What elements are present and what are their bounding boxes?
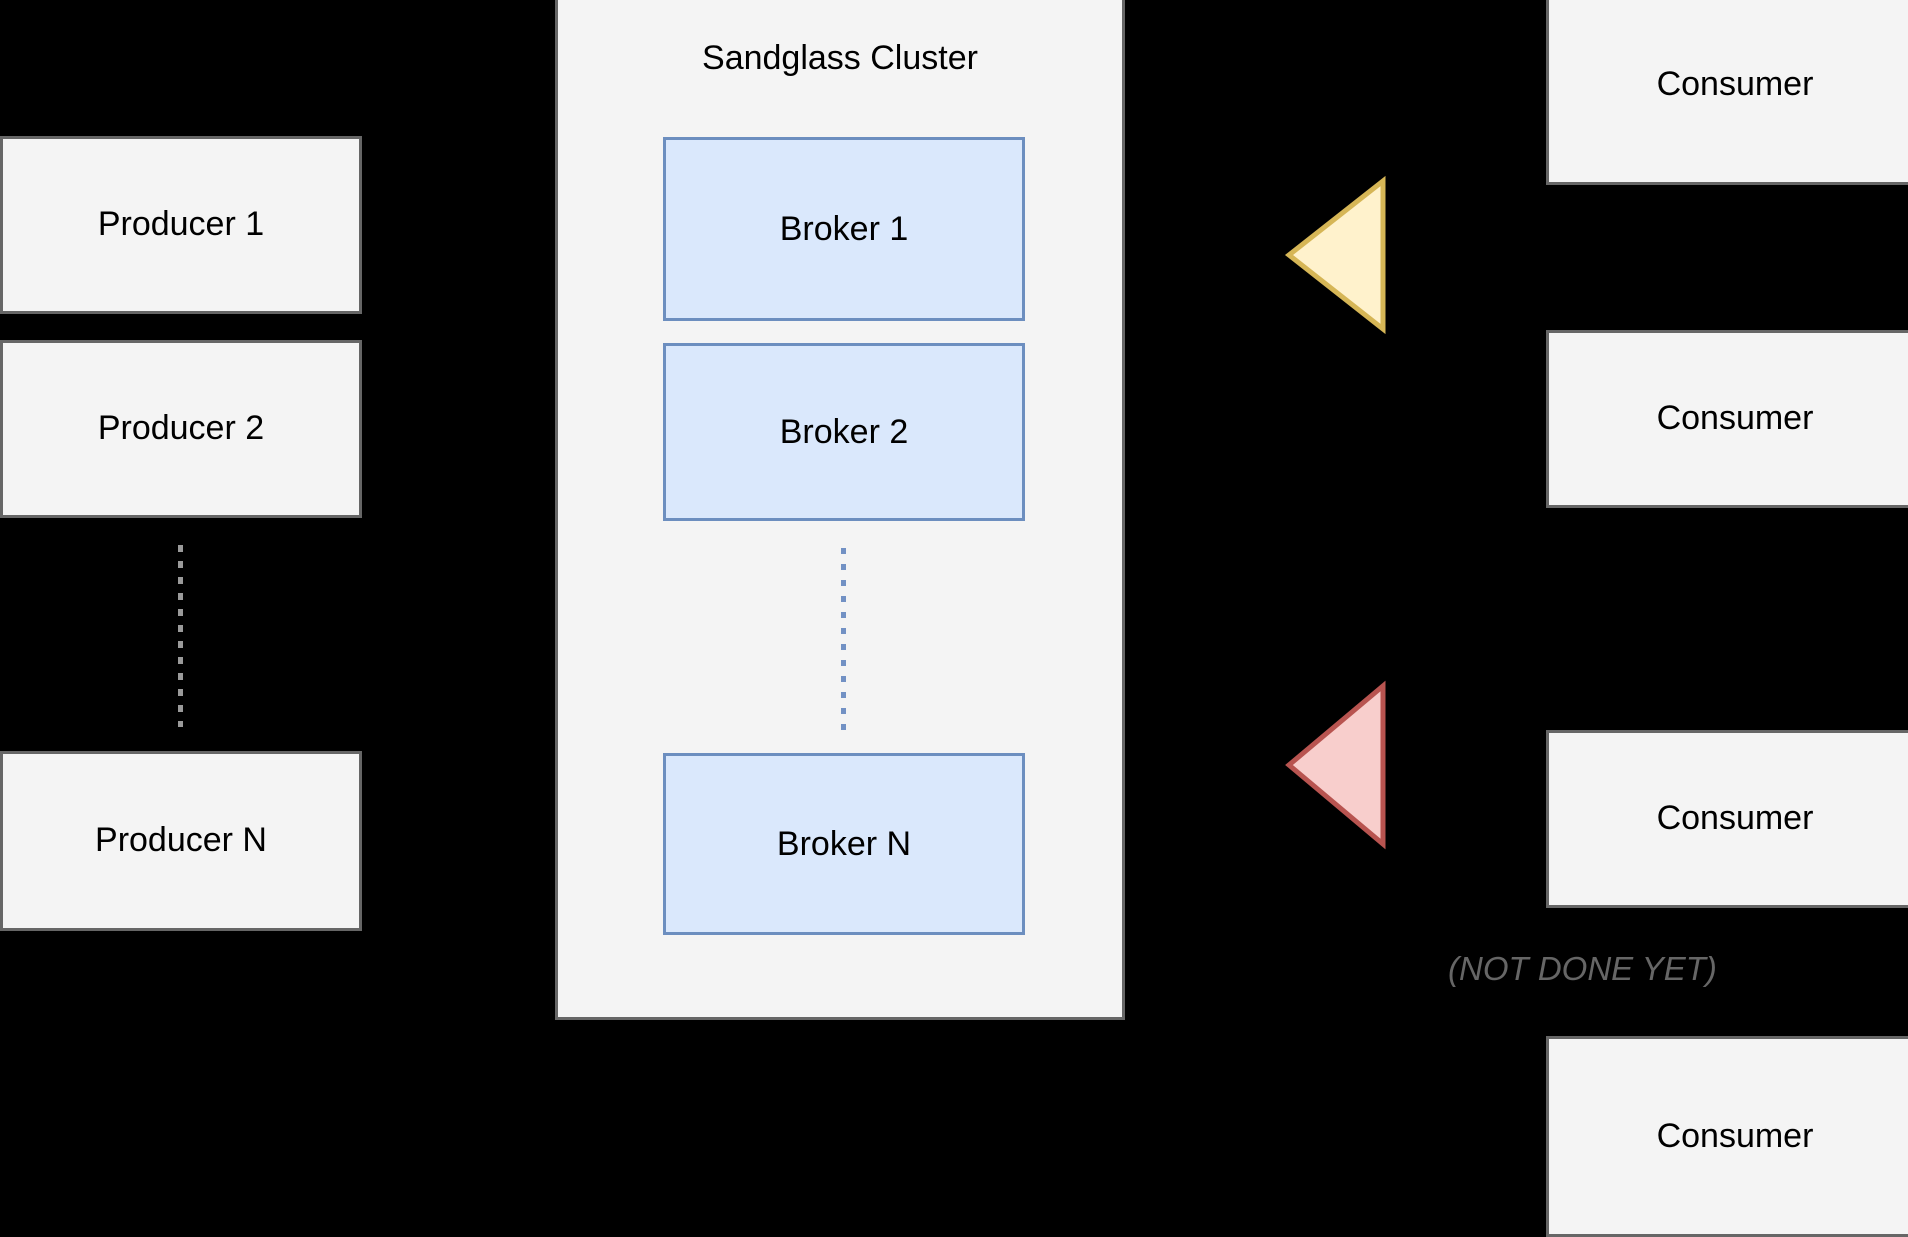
producer-2-label: Producer 2 <box>97 409 265 448</box>
not-done-yet-note: (NOT DONE YET) <box>1448 950 1717 987</box>
broker-1-box[interactable]: Broker 1 <box>663 137 1025 321</box>
consume-arrow-icon <box>1285 680 1386 850</box>
consumer-3-box[interactable]: Consumer <box>1546 730 1908 908</box>
broker-1-label: Broker 1 <box>779 209 909 248</box>
broker-n-label: Broker N <box>776 824 912 863</box>
producer-n-box[interactable]: Producer N <box>0 751 362 931</box>
produce-arrow-icon <box>1284 175 1386 335</box>
consumer-1-label: Consumer <box>1656 64 1814 103</box>
broker-ellipsis-icon <box>841 548 846 730</box>
consumer-1-box[interactable]: Consumer <box>1546 0 1908 185</box>
consumer-4-label: Consumer <box>1656 1116 1814 1155</box>
producer-1-box[interactable]: Producer 1 <box>0 136 362 314</box>
consumer-2-box[interactable]: Consumer <box>1546 330 1908 508</box>
broker-2-box[interactable]: Broker 2 <box>663 343 1025 521</box>
producer-1-label: Producer 1 <box>97 205 265 244</box>
broker-n-box[interactable]: Broker N <box>663 753 1025 935</box>
consumer-4-box[interactable]: Consumer <box>1546 1036 1908 1237</box>
consumer-3-label: Consumer <box>1656 799 1814 838</box>
sandglass-cluster-container[interactable]: Sandglass Cluster Broker 1 Broker 2 Brok… <box>555 0 1125 1020</box>
cluster-title: Sandglass Cluster <box>702 39 978 77</box>
producer-n-label: Producer N <box>95 821 267 860</box>
consumer-2-label: Consumer <box>1656 399 1814 438</box>
broker-2-label: Broker 2 <box>779 412 909 451</box>
producer-2-box[interactable]: Producer 2 <box>0 340 362 518</box>
producer-ellipsis-icon <box>178 545 183 727</box>
